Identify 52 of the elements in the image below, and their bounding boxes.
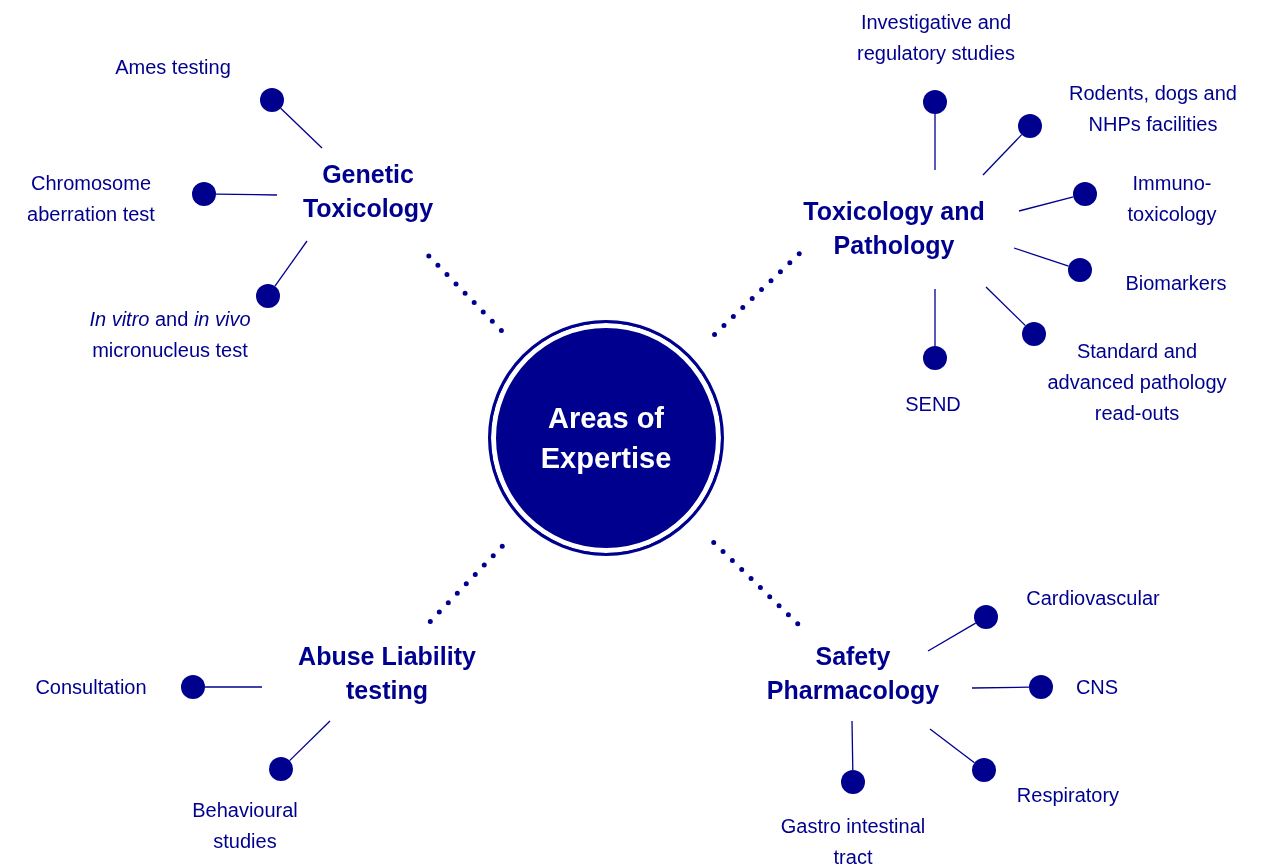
bullet-dot (1018, 114, 1042, 138)
topic-label: Behavioural studies (191, 798, 299, 854)
topic-label: Consultation (34, 674, 148, 700)
bullet-dot (1029, 675, 1053, 699)
bullet-dot (256, 284, 280, 308)
topic-label: Investigative and regulatory studies (856, 10, 1016, 66)
bullet-dot (923, 346, 947, 370)
connector-line (927, 622, 977, 652)
topic-label: Chromosome aberration test (26, 171, 156, 227)
topic-label: In vitro and in vivo micronucleus test (88, 307, 252, 363)
topic-label: Standard and advanced pathology read-outs (1046, 338, 1228, 426)
dotted-connector (712, 250, 803, 337)
topic-label: CNS (1074, 674, 1120, 700)
connector-line (971, 686, 1030, 689)
bullet-dot (923, 90, 947, 114)
bullet-dot (841, 770, 865, 794)
connector-line (985, 286, 1027, 327)
connector-line (929, 728, 976, 764)
topic-label: Gastro intestinal tract (779, 814, 927, 867)
bullet-dot (1073, 182, 1097, 206)
topic-label: Biomarkers (1124, 270, 1228, 296)
connector-line (851, 720, 854, 771)
connector-line (934, 288, 936, 347)
bullet-dot (181, 675, 205, 699)
connector-line (982, 134, 1023, 176)
connector-line (280, 107, 323, 149)
category-label: Abuse Liability testing (272, 639, 502, 707)
category-label: Toxicology and Pathology (784, 194, 1004, 262)
connector-line (934, 113, 936, 171)
connector-line (288, 720, 331, 762)
bullet-dot (260, 88, 284, 112)
topic-label: SEND (904, 391, 962, 417)
topic-label: Cardiovascular (1025, 585, 1161, 611)
topic-label: Respiratory (1015, 782, 1121, 808)
dotted-connector (711, 539, 803, 629)
category-label: Safety Pharmacology (753, 639, 953, 707)
bullet-dot (192, 182, 216, 206)
bullet-dot (974, 605, 998, 629)
bullet-dot (1022, 322, 1046, 346)
category-label: Genetic Toxicology (278, 157, 458, 225)
topic-label: Immuno-toxicology (1126, 171, 1218, 227)
bullet-dot (269, 757, 293, 781)
bullet-dot (1068, 258, 1092, 282)
connector-line (215, 193, 278, 196)
bullet-dot (972, 758, 996, 782)
center-title: Areas of Expertise (539, 401, 673, 476)
topic-label: Rodents, dogs and NHPs facilities (1068, 81, 1238, 137)
connector-line (1013, 247, 1070, 267)
connector-line (1018, 196, 1075, 212)
connector-line (204, 686, 263, 688)
topic-label: Ames testing (114, 54, 232, 80)
connector-line (274, 240, 308, 287)
